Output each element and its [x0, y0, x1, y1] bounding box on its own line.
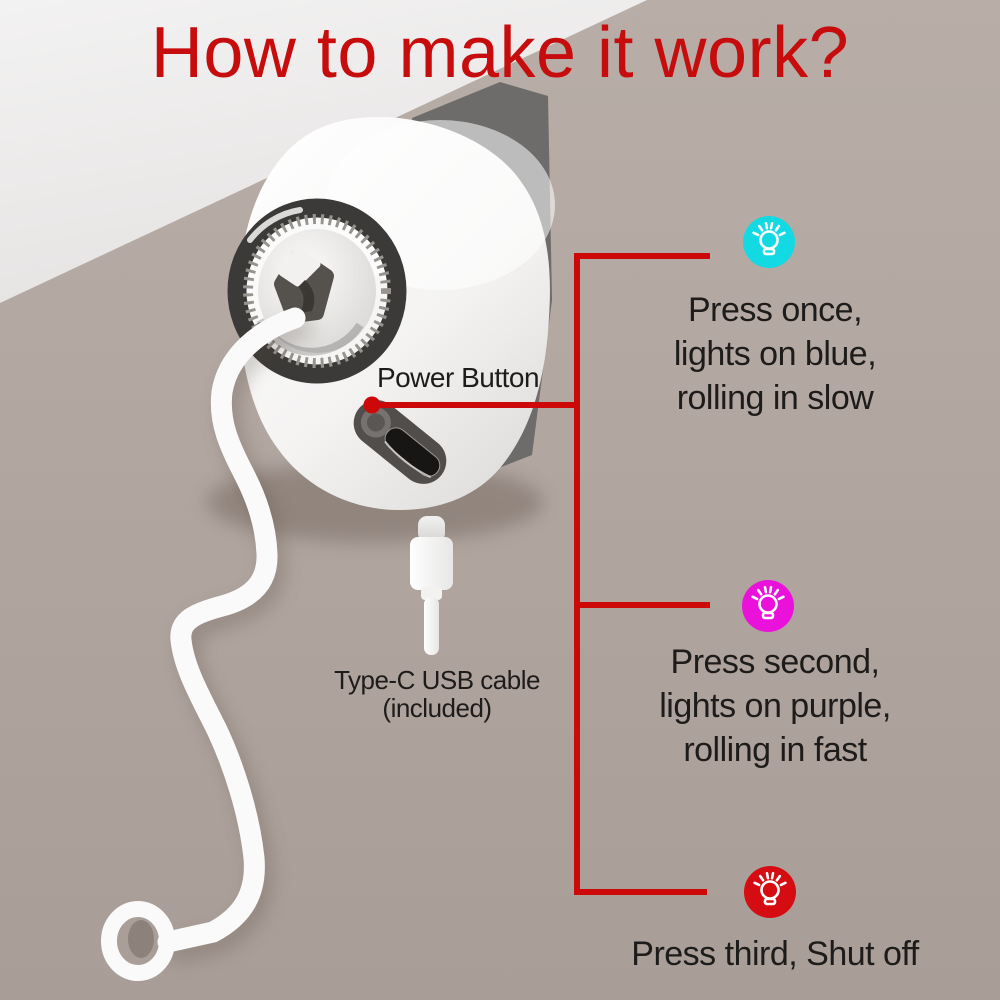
step1-line3: rolling in slow: [676, 379, 874, 417]
callout-lines: [372, 253, 710, 895]
usb-cable-label-line1: Type-C USB cable: [334, 665, 540, 695]
step2-line2: lights on purple,: [659, 687, 891, 725]
step1-line2: lights on blue,: [673, 335, 877, 373]
step3-line1: Press third, Shut off: [631, 935, 919, 973]
step2-lightbulb-icon: [742, 580, 794, 632]
step3-description: Press third, Shut off: [585, 932, 965, 976]
usb-cable-label: Type-C USB cable (included): [331, 666, 543, 722]
power-button-pointer-dot: [363, 396, 381, 414]
step3-lightbulb-icon: [744, 866, 796, 918]
roller-wedge: [274, 247, 334, 323]
usb-cable-label-line2: (included): [382, 693, 492, 723]
step1-description: Press once, lights on blue, rolling in s…: [585, 288, 965, 420]
page-title: How to make it work?: [150, 13, 850, 93]
device-lens: [227, 198, 407, 384]
step1-lightbulb-icon: [743, 216, 795, 268]
cable: [101, 307, 306, 981]
step2-line1: Press second,: [670, 643, 880, 681]
usb-c-connector: [410, 516, 453, 655]
step2-line3: rolling in fast: [683, 731, 867, 769]
step1-line1: Press once,: [687, 291, 863, 329]
step2-description: Press second, lights on purple, rolling …: [585, 640, 965, 772]
power-button-label: Power Button: [376, 362, 540, 393]
power-button-area: [353, 400, 447, 484]
cable-end-ring: [101, 901, 175, 981]
